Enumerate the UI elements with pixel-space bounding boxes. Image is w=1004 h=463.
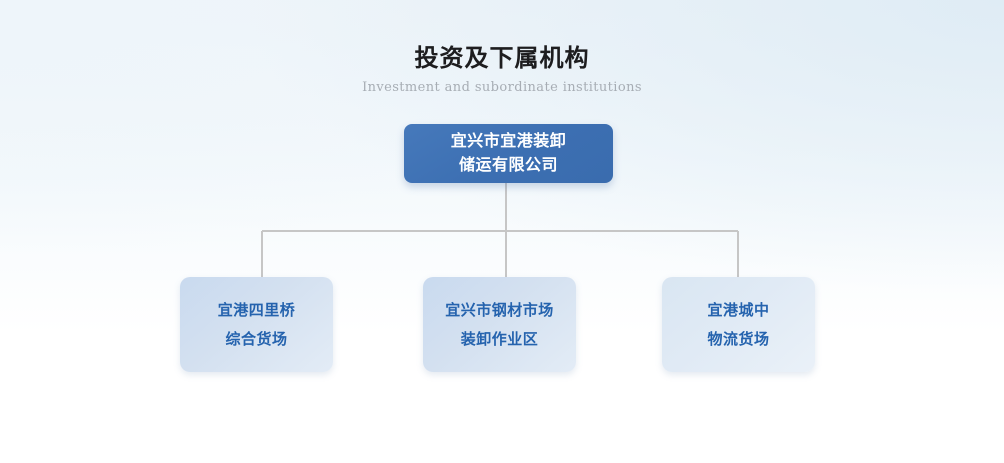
page-heading: 投资及下属机构 Investment and subordinate insti… <box>0 44 1004 96</box>
org-node-child-3[interactable]: 宜港城中 物流货场 <box>662 277 815 372</box>
org-node-child-3-line-1: 宜港城中 <box>707 301 770 319</box>
org-node-child-1[interactable]: 宜港四里桥 综合货场 <box>180 277 333 372</box>
org-node-root-line-2: 储运有限公司 <box>458 156 558 174</box>
page-subtitle: Investment and subordinate institutions <box>362 80 642 95</box>
org-node-child-1-line-2: 综合货场 <box>225 330 288 348</box>
org-node-root-line-1: 宜兴市宜港装卸 <box>450 132 567 150</box>
org-node-child-1-line-1: 宜港四里桥 <box>217 301 296 319</box>
org-node-root[interactable]: 宜兴市宜港装卸 储运有限公司 <box>404 124 613 183</box>
page-title: 投资及下属机构 <box>414 45 590 72</box>
org-node-child-2[interactable]: 宜兴市钢材市场 装卸作业区 <box>423 277 576 372</box>
org-node-child-2-line-1: 宜兴市钢材市场 <box>445 301 554 319</box>
org-node-child-3-line-2: 物流货场 <box>707 330 770 348</box>
org-node-child-2-line-2: 装卸作业区 <box>460 330 539 348</box>
